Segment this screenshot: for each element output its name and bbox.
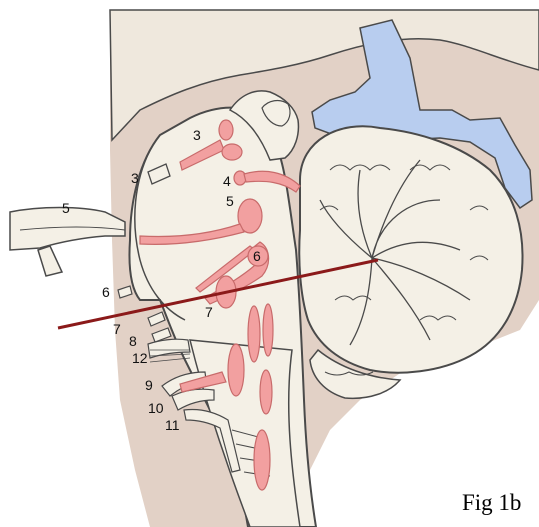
- inferior-salivatory-nucleus: [260, 370, 272, 414]
- label-3-left: 3: [131, 170, 139, 186]
- dorsal-vagal-nucleus: [228, 344, 244, 396]
- trigeminal-nerve-roots: [10, 208, 125, 277]
- label-4: 4: [223, 173, 231, 189]
- label-6-nucleus: 6: [253, 248, 261, 264]
- label-7-nucleus: 7: [205, 304, 213, 320]
- label-7-nerve: 7: [113, 321, 121, 337]
- label-5-nucleus: 5: [226, 193, 234, 209]
- trochlear-nucleus: [234, 171, 246, 185]
- label-5-nerve: 5: [62, 200, 70, 216]
- figure-caption: Fig 1b: [462, 490, 539, 516]
- label-6-nerve: 6: [102, 284, 110, 300]
- oculomotor-nucleus-upper: [219, 120, 233, 140]
- label-10: 10: [148, 400, 164, 416]
- label-8: 8: [129, 333, 137, 349]
- nucleus-ambiguus-upper: [248, 306, 260, 362]
- accessory-nucleus: [254, 430, 270, 490]
- hypoglossal-nucleus: [263, 304, 273, 356]
- label-11: 11: [165, 417, 180, 433]
- oculomotor-nucleus-lower: [222, 144, 242, 160]
- label-3-upper: 3: [193, 127, 201, 143]
- label-9: 9: [145, 377, 153, 393]
- label-12: 12: [132, 350, 148, 366]
